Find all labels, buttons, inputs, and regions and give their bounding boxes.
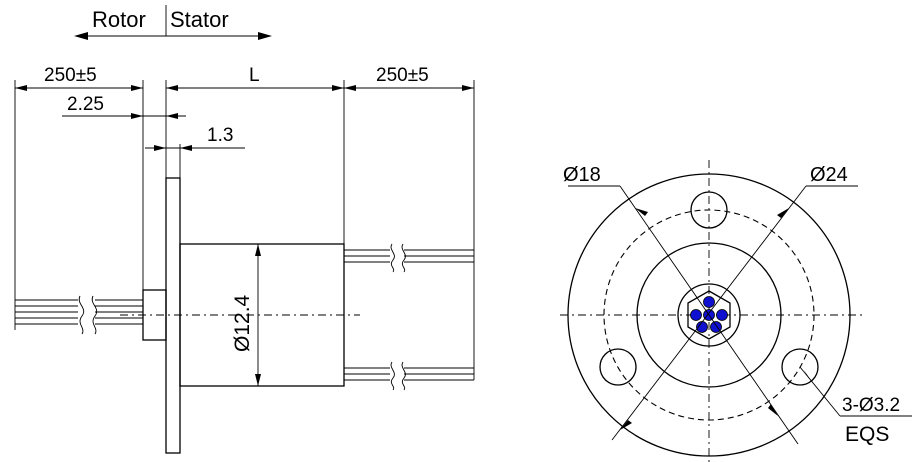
mounting-hole — [690, 191, 728, 229]
mounting-hole — [599, 348, 637, 386]
dim-rotor-length: 250±5 — [14, 65, 144, 330]
leader-inner-diameter — [619, 185, 799, 445]
rotor-length-text: 250±5 — [44, 65, 97, 86]
arrow — [255, 244, 261, 256]
arrow — [804, 370, 812, 382]
arrow — [131, 85, 143, 91]
arrow — [154, 145, 166, 151]
flange-outline — [567, 173, 851, 457]
dim-flange-offset: 2.25 — [62, 94, 186, 119]
rotor-stator-indicator: Rotor Stator — [74, 5, 272, 40]
flange-offset-text: 2.25 — [67, 94, 104, 115]
dim-stator-length: 250±5 — [344, 65, 475, 380]
stator-length-text: 250±5 — [376, 65, 429, 86]
inner-diameter-text: Ø18 — [563, 164, 601, 186]
wire-break-mark — [390, 361, 395, 391]
stator-wires-upper — [344, 243, 474, 273]
rotor-wires — [15, 295, 143, 335]
arrow — [462, 85, 474, 91]
bolt-circle — [603, 209, 815, 421]
arrow — [15, 85, 27, 91]
arrow — [768, 404, 778, 416]
body-length-text: L — [249, 65, 260, 86]
body-diameter-text: Ø12.4 — [231, 294, 254, 352]
arrow-right — [258, 32, 272, 40]
arrow — [131, 113, 143, 119]
arrow — [620, 420, 632, 430]
leader-outer-diameter — [611, 185, 807, 441]
stator-label: Stator — [170, 7, 229, 32]
arrow — [180, 145, 192, 151]
wire-break-mark — [401, 361, 406, 391]
wire-dot — [716, 309, 728, 321]
arrow — [166, 85, 178, 91]
shaft-outline — [677, 283, 741, 347]
holes-note-text: EQS — [845, 423, 889, 446]
outer-diameter-text: Ø24 — [810, 164, 848, 186]
dim-flange-thickness: 1.3 — [145, 125, 245, 178]
hex-outline — [687, 290, 731, 340]
front-view: Ø18 Ø24 3-Ø3.2 EQS — [560, 160, 912, 462]
arrow — [255, 374, 261, 386]
arrow — [332, 85, 344, 91]
wire-dot — [703, 296, 715, 308]
arrow — [635, 208, 648, 216]
arrow — [166, 113, 178, 119]
dim-body-length: L — [165, 65, 345, 244]
leader-holes — [799, 366, 841, 417]
mounting-hole — [781, 348, 819, 386]
body-outline — [636, 242, 782, 388]
wire-dot — [690, 309, 702, 321]
wire-break-mark — [390, 243, 395, 273]
rotor-label: Rotor — [92, 7, 146, 32]
flange-plate — [165, 177, 181, 454]
side-view: Ø12.4 — [120, 177, 360, 454]
wire-break-mark — [401, 243, 406, 273]
flange-thickness-text: 1.3 — [207, 125, 233, 146]
stator-wires-lower — [344, 361, 474, 391]
arrow — [777, 208, 789, 218]
wire-break-mark — [91, 295, 98, 335]
wire-break-mark — [78, 295, 85, 335]
arrow-left — [74, 32, 88, 40]
arrow — [344, 85, 356, 91]
holes-text: 3-Ø3.2 — [842, 395, 900, 416]
